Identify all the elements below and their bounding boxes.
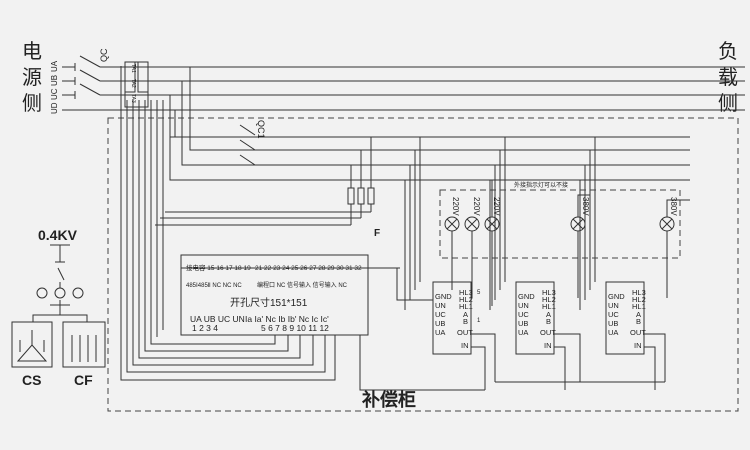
controller: 接电容 15 16 17 18 19 485Ⅰ485Ⅱ NC NC NC 21 … xyxy=(180,254,400,336)
svg-text:HL1: HL1 xyxy=(459,302,473,311)
svg-text:UB: UB xyxy=(608,319,618,328)
svg-text:编程口 NC 信号输入 信号输入 NC: 编程口 NC 信号输入 信号输入 NC xyxy=(257,281,348,289)
svg-text:A: A xyxy=(636,310,641,319)
svg-text:HL2: HL2 xyxy=(632,295,646,304)
svg-text:侧: 侧 xyxy=(22,92,42,115)
svg-text:接电容 15 16 17 18 19: 接电容 15 16 17 18 19 xyxy=(186,263,251,272)
svg-text:5: 5 xyxy=(477,290,481,296)
svg-text:0.4KV: 0.4KV xyxy=(38,227,78,243)
qc-label: QC xyxy=(99,48,109,62)
svg-text:UB: UB xyxy=(435,319,445,328)
svg-text:485Ⅰ485Ⅱ NC NC NC: 485Ⅰ485Ⅱ NC NC NC xyxy=(186,283,242,289)
svg-text:380V: 380V xyxy=(581,197,590,216)
source-side-label: 电 源 侧 xyxy=(22,40,42,115)
svg-text:侧: 侧 xyxy=(718,92,738,115)
svg-text:TA2: TA2 xyxy=(130,79,136,88)
svg-text:负: 负 xyxy=(718,40,738,63)
svg-text:UN: UN xyxy=(608,301,619,310)
svg-text:B: B xyxy=(636,317,641,326)
svg-text:F: F xyxy=(374,228,380,239)
svg-text:开孔尺寸151*151: 开孔尺寸151*151 xyxy=(230,296,308,309)
svg-text:UA: UA xyxy=(518,328,528,337)
svg-text:B: B xyxy=(463,317,468,326)
qc1-label: QC1 xyxy=(256,120,266,139)
main-bus xyxy=(62,55,745,111)
svg-text:UN: UN xyxy=(435,301,446,310)
svg-text:UC: UC xyxy=(435,310,446,319)
svg-text:载: 载 xyxy=(718,66,738,89)
svg-text:UD: UD xyxy=(50,102,59,114)
svg-text:5 6 7 8 9 10 11 12: 5 6 7 8 9 10 11 12 xyxy=(261,323,329,333)
svg-text:220V: 220V xyxy=(472,197,481,216)
indicator-lamps: 220V 220V 220V 380V 380V xyxy=(444,180,690,306)
fuses: F xyxy=(155,137,380,239)
svg-text:HL3: HL3 xyxy=(542,288,556,297)
svg-text:A: A xyxy=(463,310,468,319)
svg-text:UB: UB xyxy=(50,75,59,86)
svg-text:IN: IN xyxy=(461,341,469,350)
svg-text:220V: 220V xyxy=(492,197,501,216)
svg-text:TA3: TA3 xyxy=(130,94,136,103)
ct-wiring xyxy=(120,66,336,381)
single-line-diagram: 0.4KV CS CF xyxy=(11,227,106,388)
indicator-lamp-box xyxy=(439,189,681,259)
cs-label: CS xyxy=(22,372,41,388)
cf-label: CF xyxy=(74,372,93,388)
svg-text:GND: GND xyxy=(435,292,452,301)
svg-text:UA UB UC UN: UA UB UC UN xyxy=(190,314,245,324)
svg-text:UC: UC xyxy=(50,88,59,100)
svg-text:GND: GND xyxy=(608,292,625,301)
svg-text:A: A xyxy=(546,310,551,319)
internal-bus xyxy=(169,67,690,310)
svg-text:1: 1 xyxy=(477,318,481,324)
svg-text:B: B xyxy=(546,317,551,326)
svg-text:OUT: OUT xyxy=(457,328,473,337)
svg-text:UC: UC xyxy=(608,310,619,319)
svg-text:UA: UA xyxy=(608,328,618,337)
svg-text:HL2: HL2 xyxy=(542,295,556,304)
svg-text:1 2 3 4: 1 2 3 4 xyxy=(192,323,218,333)
cabinet-label: 补偿柜 xyxy=(361,389,416,410)
svg-text:GND: GND xyxy=(518,292,535,301)
phase-labels: UA UB UC UD xyxy=(50,60,59,114)
svg-text:HL1: HL1 xyxy=(632,302,646,311)
lamp-note: 外接指示灯可以不接 xyxy=(514,181,568,189)
svg-text:Ia Ia' Nc Ib Ib' Nc Ic Ic': Ia Ia' Nc Ib Ib' Nc Ic Ic' xyxy=(245,314,329,324)
svg-text:UA: UA xyxy=(50,60,59,72)
svg-text:OUT: OUT xyxy=(540,328,556,337)
svg-text:UC: UC xyxy=(518,310,529,319)
svg-text:HL3: HL3 xyxy=(459,288,473,297)
load-side-label: 负 载 侧 xyxy=(718,40,738,115)
svg-text:UN: UN xyxy=(518,301,529,310)
svg-text:TA1: TA1 xyxy=(130,64,136,73)
svg-text:220V: 220V xyxy=(451,197,460,216)
cabinet-boundary xyxy=(107,117,739,412)
svg-text:380V: 380V xyxy=(669,197,678,216)
svg-text:OUT: OUT xyxy=(630,328,646,337)
svg-text:IN: IN xyxy=(544,341,552,350)
svg-text:电: 电 xyxy=(22,40,42,63)
current-transformers: TA1 TA2 TA3 xyxy=(124,61,149,108)
svg-text:IN: IN xyxy=(634,341,642,350)
svg-text:UA: UA xyxy=(435,328,445,337)
svg-text:HL3: HL3 xyxy=(632,288,646,297)
svg-text:21 22 23 24 25 26 27 28 29 30: 21 22 23 24 25 26 27 28 29 30 31 32 xyxy=(255,265,362,272)
svg-text:HL1: HL1 xyxy=(542,302,556,311)
svg-text:源: 源 xyxy=(22,66,42,89)
svg-text:UB: UB xyxy=(518,319,528,328)
svg-text:HL2: HL2 xyxy=(459,295,473,304)
